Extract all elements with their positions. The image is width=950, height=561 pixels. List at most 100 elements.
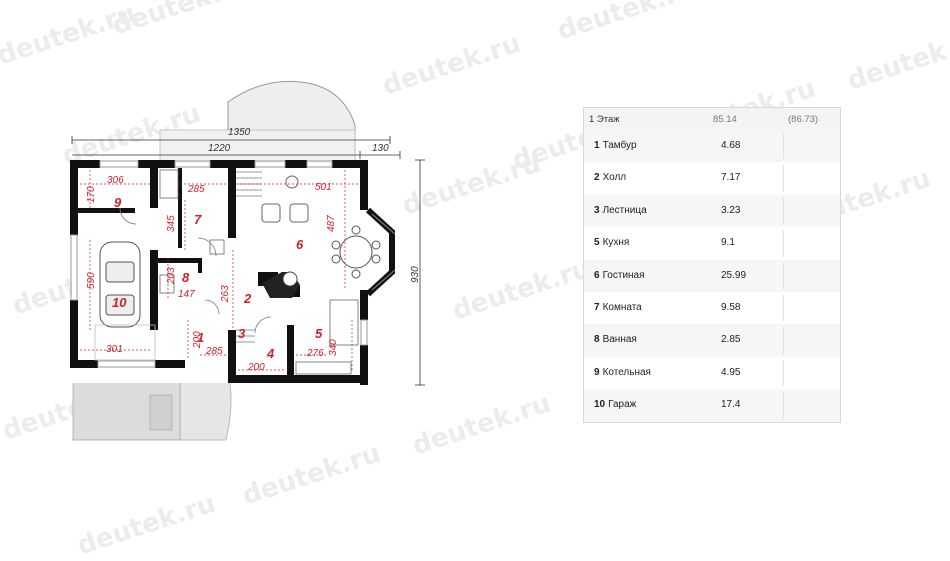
- column-divider: [783, 133, 784, 160]
- inner-dim-lines: [80, 170, 358, 371]
- dim-501: 501: [315, 182, 332, 193]
- dim-301: 301: [106, 344, 123, 355]
- room-label-8: 8: [182, 270, 190, 285]
- dim-263: 263: [220, 285, 231, 302]
- room-label-10: 10: [112, 295, 127, 310]
- walls: [70, 160, 368, 385]
- room-name: Гараж: [608, 399, 637, 411]
- room-label-3: 3: [238, 326, 246, 341]
- room-area: 9.58: [721, 301, 741, 313]
- room-number: 8: [594, 334, 600, 346]
- dim-345: 345: [166, 215, 177, 232]
- room-area: 9.1: [721, 237, 735, 249]
- dining-table: [331, 225, 381, 279]
- dim-276: 276: [307, 348, 324, 359]
- upper-deck: [159, 129, 356, 166]
- room-name: Гостиная: [602, 269, 645, 281]
- fireplace: [262, 271, 300, 298]
- bay-width-label: 130: [372, 143, 389, 154]
- room-area: 4.68: [721, 140, 741, 151]
- column-divider: [783, 359, 784, 387]
- dim-590: 590: [86, 272, 97, 289]
- room-name: Ванная: [602, 334, 637, 346]
- total-width-label: 1350: [228, 127, 251, 138]
- column-divider: [783, 392, 784, 419]
- room-label-9: 9: [114, 195, 122, 210]
- room-name: Лестница: [602, 204, 647, 216]
- column-divider: [783, 230, 784, 257]
- column-divider: [783, 327, 784, 354]
- room-label-6: 6: [296, 237, 304, 252]
- windows: [70, 160, 368, 368]
- floor-area: 85.14: [713, 114, 737, 125]
- floor-total-area: (86.73): [788, 114, 819, 125]
- room-number: 2: [594, 172, 600, 184]
- room-area: 2.85: [721, 334, 741, 346]
- depth-label: 930: [410, 266, 421, 283]
- dim-487: 487: [326, 215, 337, 232]
- room-number: 5: [594, 237, 600, 249]
- dim-200b: 200: [248, 362, 265, 373]
- inner-width-label: 1220: [208, 143, 231, 154]
- garage-door: [94, 324, 156, 361]
- room-number: 3: [594, 204, 600, 216]
- column-divider: [783, 165, 784, 192]
- room-name: Тамбур: [602, 140, 637, 151]
- armchairs: [261, 175, 309, 223]
- column-divider: [783, 294, 784, 322]
- dim-203: 203: [166, 267, 177, 284]
- column-divider: [783, 262, 784, 289]
- kitchen-counter: [159, 169, 359, 375]
- room-number: 10: [594, 399, 606, 411]
- room-name: Котельная: [602, 366, 651, 378]
- door-swings: [119, 207, 272, 334]
- dim-306: 306: [107, 175, 124, 186]
- room-area: 17.4: [721, 399, 741, 411]
- room-label-7: 7: [194, 212, 202, 227]
- entrance-terrace: [179, 374, 232, 441]
- room-area: 3.23: [721, 204, 741, 216]
- room-name: Кухня: [602, 237, 630, 249]
- dim-285: 285: [188, 184, 205, 195]
- car: [99, 241, 141, 328]
- paving-patch: [149, 394, 173, 431]
- dimension-lines: [71, 136, 425, 386]
- floor-label: 1 Этаж: [589, 114, 620, 125]
- dim-340: 340: [328, 339, 339, 356]
- room-number: 1: [594, 140, 600, 151]
- room-label-4: 4: [267, 346, 275, 361]
- dim-147: 147: [178, 289, 195, 300]
- dim-285b: 285: [206, 346, 223, 357]
- room-label-5: 5: [315, 326, 323, 341]
- room-area: 4.95: [721, 366, 741, 378]
- room-label-2: 2: [244, 291, 252, 306]
- room-area: 7.17: [721, 172, 741, 184]
- column-divider: [783, 197, 784, 225]
- room-number: 9: [594, 366, 600, 378]
- room-name: Комната: [602, 301, 642, 313]
- table-header: 1 Этаж 85.14 (86.73): [584, 108, 840, 130]
- room-number: 7: [594, 301, 600, 313]
- room-number: 6: [594, 269, 600, 281]
- room-name: Холл: [602, 172, 627, 184]
- bay-window: [365, 207, 396, 297]
